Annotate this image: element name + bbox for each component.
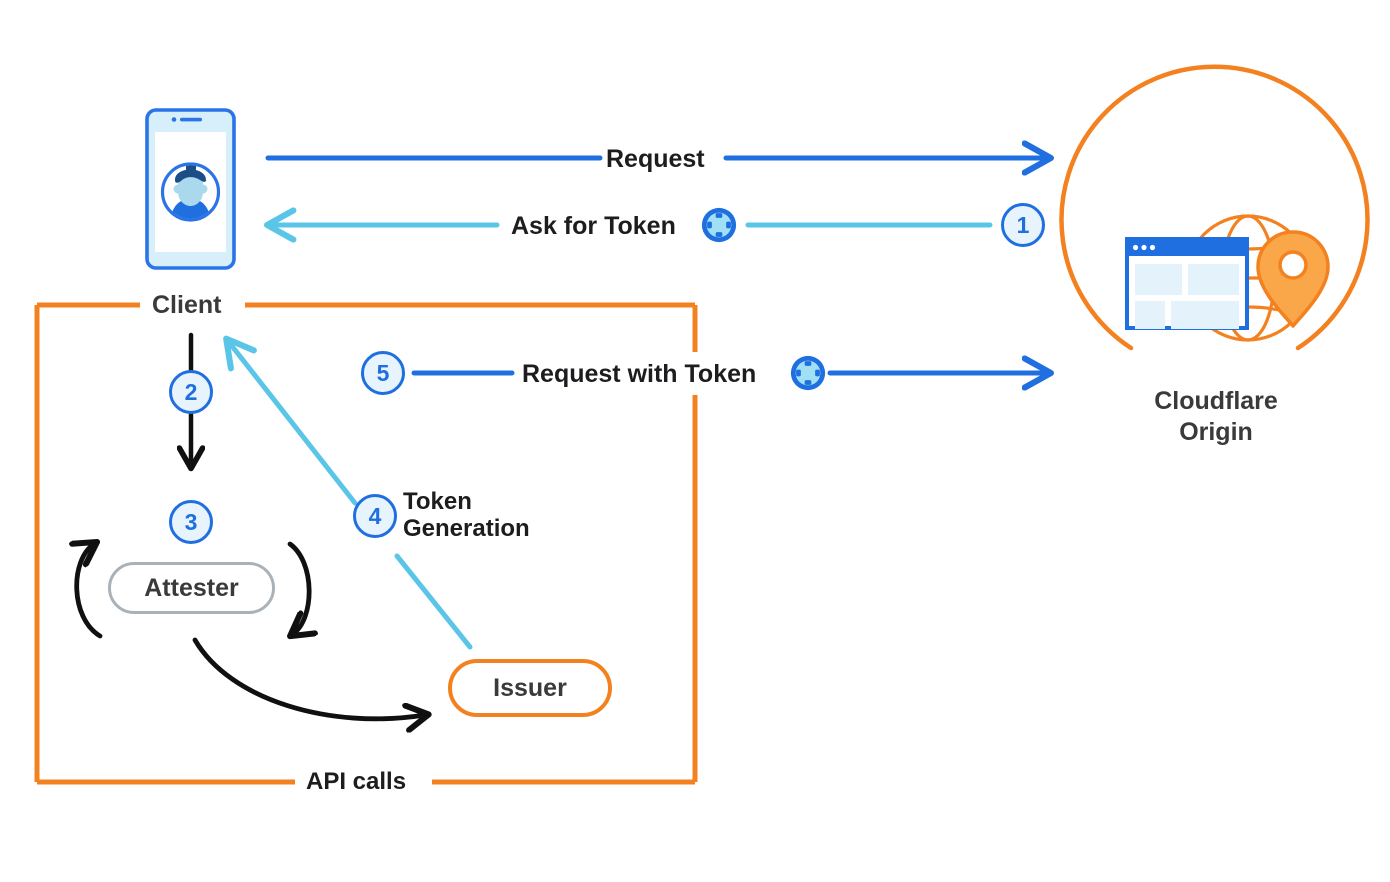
group-label-api-calls: API calls: [306, 768, 407, 795]
token-icon-request: [789, 354, 827, 392]
avatar-icon: [160, 162, 221, 222]
step-badge-3[interactable]: 3: [169, 500, 213, 544]
node-attester[interactable]: Attester: [108, 562, 275, 614]
flow-arrow-attester-to-issuer: [192, 637, 425, 719]
location-pin-icon: [1256, 230, 1330, 328]
flow-arrow-token-generation: [228, 341, 473, 650]
node-issuer-label: Issuer: [493, 673, 567, 702]
step-badge-5[interactable]: 5: [361, 351, 405, 395]
step-badge-2[interactable]: 2: [169, 370, 213, 414]
flow-label-request-with-token: Request with Token: [522, 360, 757, 388]
node-attester-label: Attester: [144, 573, 239, 602]
flow-label-request: Request: [606, 145, 705, 173]
flow-arrow-attester-loop-left: [77, 544, 103, 639]
token-icon-ask: [700, 206, 738, 244]
flow-arrow-attester-loop-right: [290, 541, 309, 634]
smartphone-icon: [145, 108, 236, 270]
node-issuer[interactable]: Issuer: [448, 659, 612, 717]
step-badge-1[interactable]: 1: [1001, 203, 1045, 247]
node-origin-label-line2: Origin: [1179, 418, 1253, 446]
node-client-label: Client: [152, 291, 222, 319]
flow-label-token-generation-line1: Token: [403, 488, 472, 515]
origin-ring: [1059, 64, 1370, 351]
browser-window-icon: [1125, 237, 1249, 330]
flow-label-token-generation-line2: Generation: [403, 515, 530, 542]
api-calls-group-boundary: [34, 302, 698, 785]
node-origin-label-line1: Cloudflare: [1154, 387, 1278, 415]
flow-label-ask-for-token: Ask for Token: [511, 212, 676, 240]
step-badge-4[interactable]: 4: [353, 494, 397, 538]
